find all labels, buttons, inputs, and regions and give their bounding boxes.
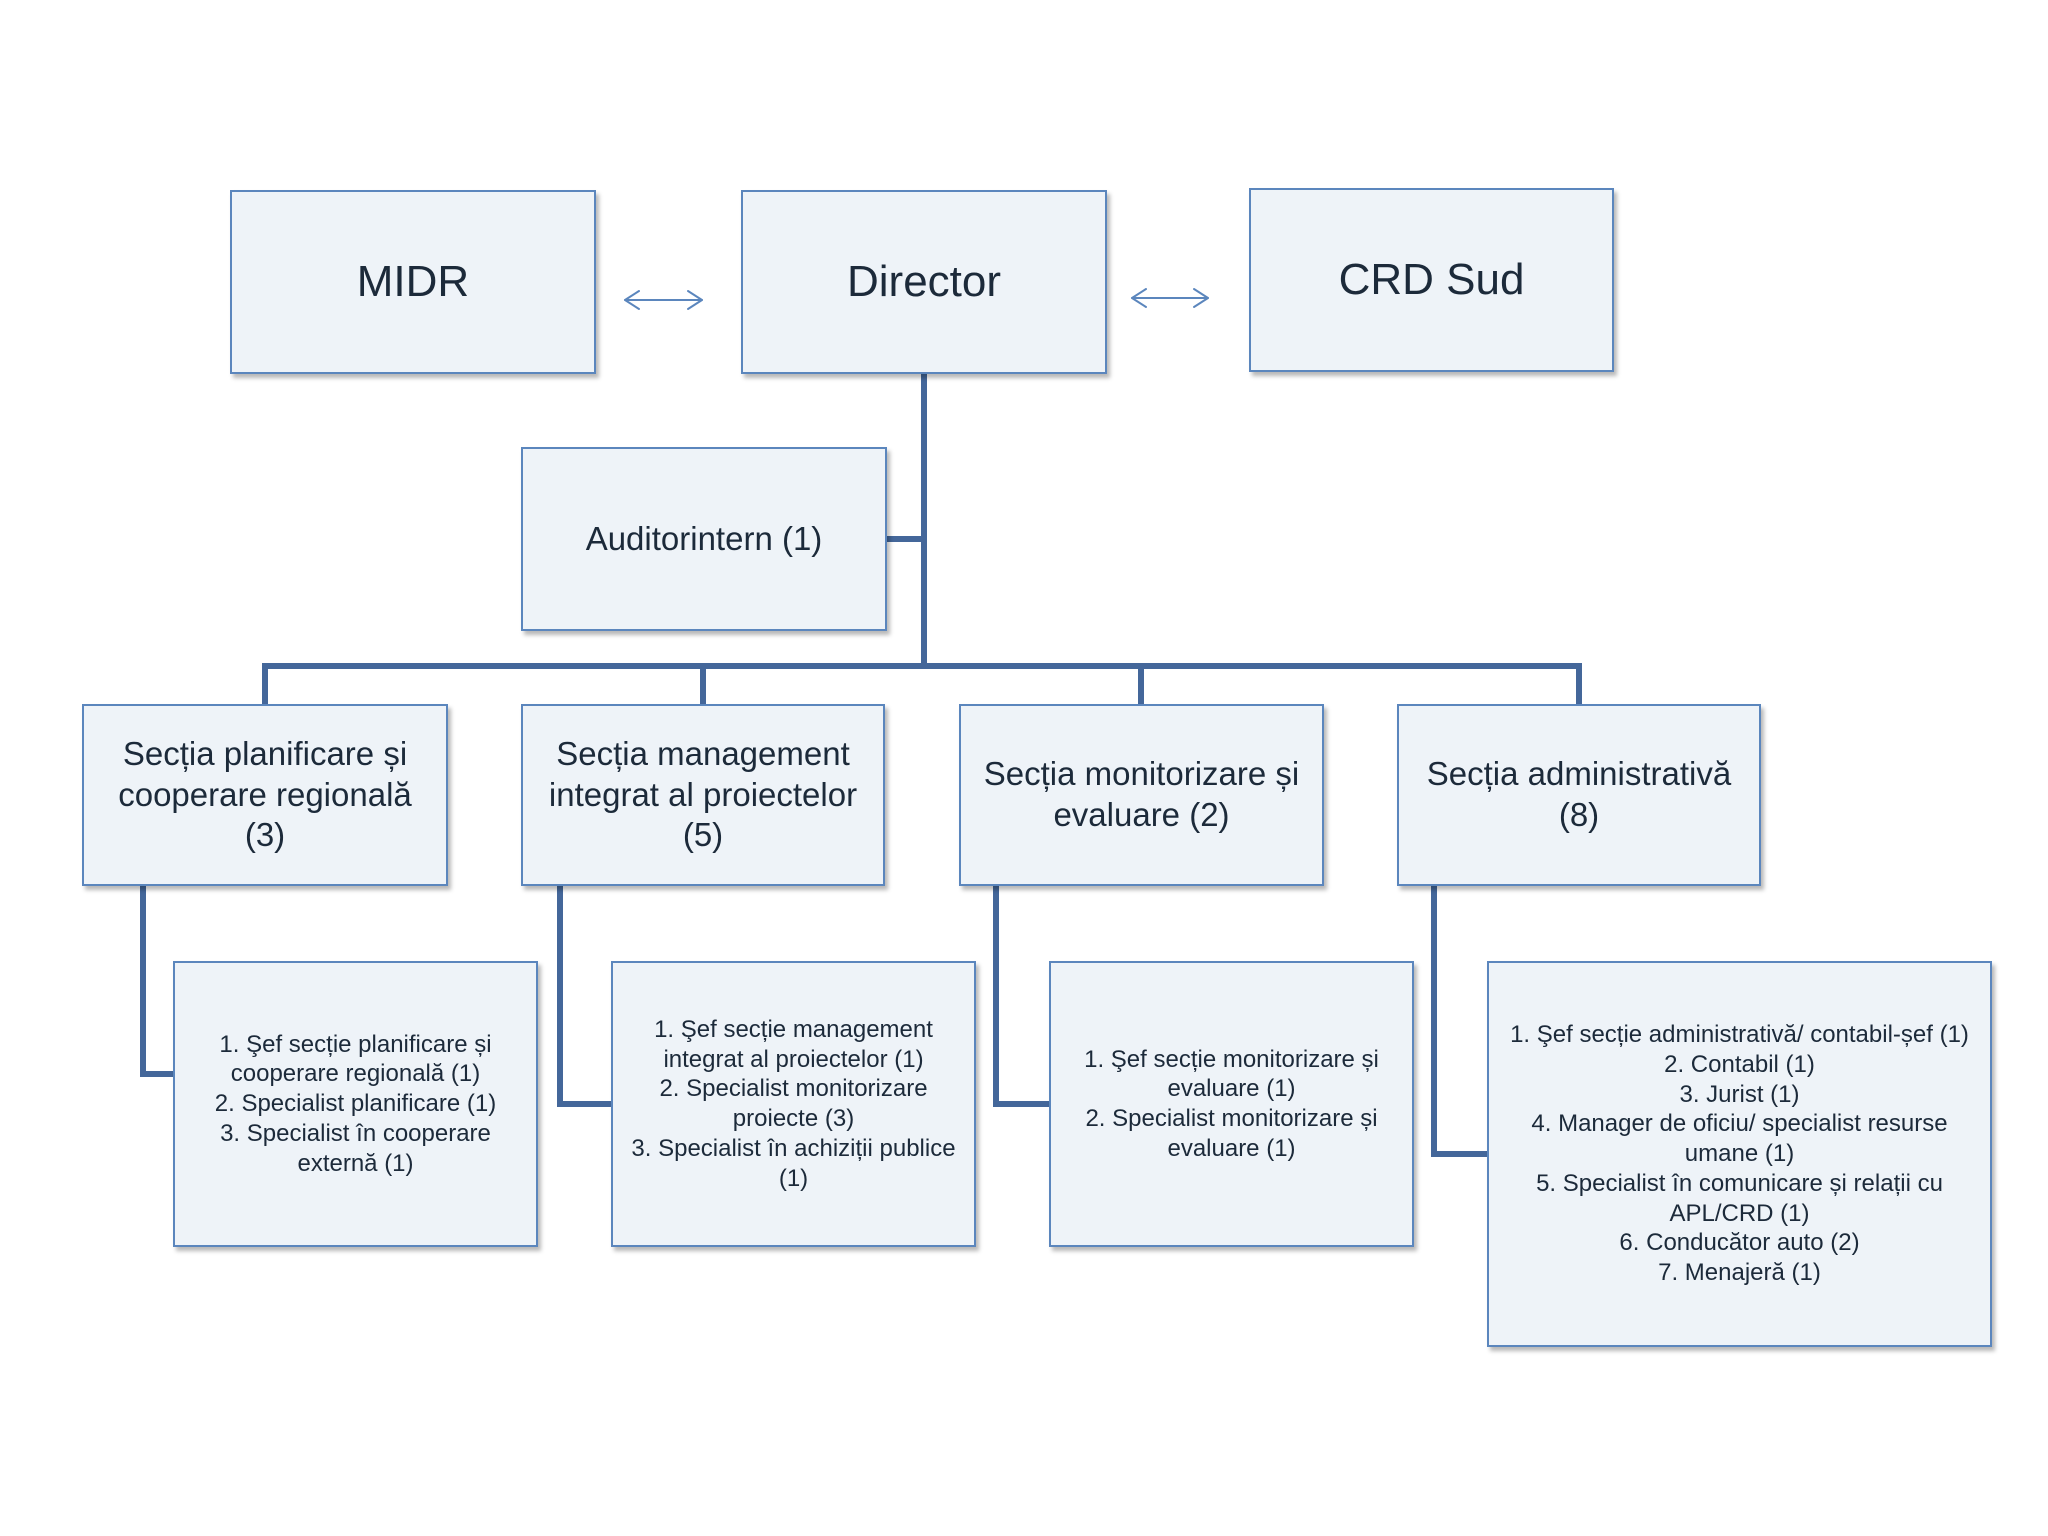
staff-item: 2. Specialist monitorizare proiecte (3) xyxy=(659,1075,928,1132)
section-label: Secția management integrat al proiectelo… xyxy=(548,734,858,854)
staff-item: 2. Specialist planificare (1) xyxy=(214,1090,497,1118)
double-arrow-icon xyxy=(1131,288,1209,308)
staff-item: 4. Manager de oficiu/ specialist resurse… xyxy=(1531,1110,1948,1168)
staff-list-management: 1. Şef secție management integrat al pro… xyxy=(611,961,976,1247)
section-label: Secția administrativă (8) xyxy=(1426,755,1732,833)
staff-item: 3. Specialist în achiziții publice (1) xyxy=(631,1134,956,1192)
midr-box: MIDR xyxy=(230,190,596,374)
elbow-line-list2 xyxy=(557,886,611,1107)
section-label: Secția planificare și cooperare regional… xyxy=(118,734,412,854)
auditor-box: Auditorintern (1) xyxy=(521,447,887,631)
crd-sud-box: CRD Sud xyxy=(1249,188,1614,372)
staff-item: 3. Specialist în cooperare externă (1) xyxy=(220,1119,491,1177)
director-label: Director xyxy=(846,257,1002,306)
elbow-line-list1 xyxy=(140,886,173,1077)
staff-item: 1. Şef secție planificare și cooperare r… xyxy=(219,1030,492,1088)
staff-item: 6. Conducător auto (2) xyxy=(1619,1229,1860,1257)
section-label: Secția monitorizare și evaluare (2) xyxy=(983,755,1300,833)
staff-item: 1. Şef secție administrativă/ contabil-ș… xyxy=(1510,1021,1969,1049)
staff-item: 2. Specialist monitorizare și evaluare (… xyxy=(1085,1105,1378,1162)
staff-item: 7. Menajeră (1) xyxy=(1658,1259,1821,1287)
staff-item: 1. Şef secție monitorizare și evaluare (… xyxy=(1084,1045,1379,1103)
staff-item: 2. Contabil (1) xyxy=(1664,1050,1815,1078)
auditor-label: Auditorintern (1) xyxy=(585,519,823,557)
elbow-line-list4 xyxy=(1431,886,1487,1157)
elbow-line-list3 xyxy=(993,886,1049,1107)
director-box: Director xyxy=(741,190,1107,374)
section-planificare-box: Secția planificare și cooperare regional… xyxy=(82,704,448,886)
staff-list-administrativa: 1. Şef secție administrativă/ contabil-ș… xyxy=(1487,961,1992,1347)
staff-list-planificare: 1. Şef secție planificare și cooperare r… xyxy=(173,961,538,1247)
staff-item: 3. Jurist (1) xyxy=(1679,1080,1800,1108)
section-management-box: Secția management integrat al proiectelo… xyxy=(521,704,885,886)
section-administrativa-box: Secția administrativă (8) xyxy=(1397,704,1761,886)
staff-list-monitorizare: 1. Şef secție monitorizare și evaluare (… xyxy=(1049,961,1414,1247)
staff-item: 5. Specialist în comunicare și relații c… xyxy=(1536,1169,1943,1227)
midr-label: MIDR xyxy=(356,257,470,306)
crd-sud-label: CRD Sud xyxy=(1338,255,1525,304)
double-arrow-icon xyxy=(624,290,703,310)
staff-item: 1. Şef secție management integrat al pro… xyxy=(654,1015,933,1073)
section-monitorizare-box: Secția monitorizare și evaluare (2) xyxy=(959,704,1324,886)
